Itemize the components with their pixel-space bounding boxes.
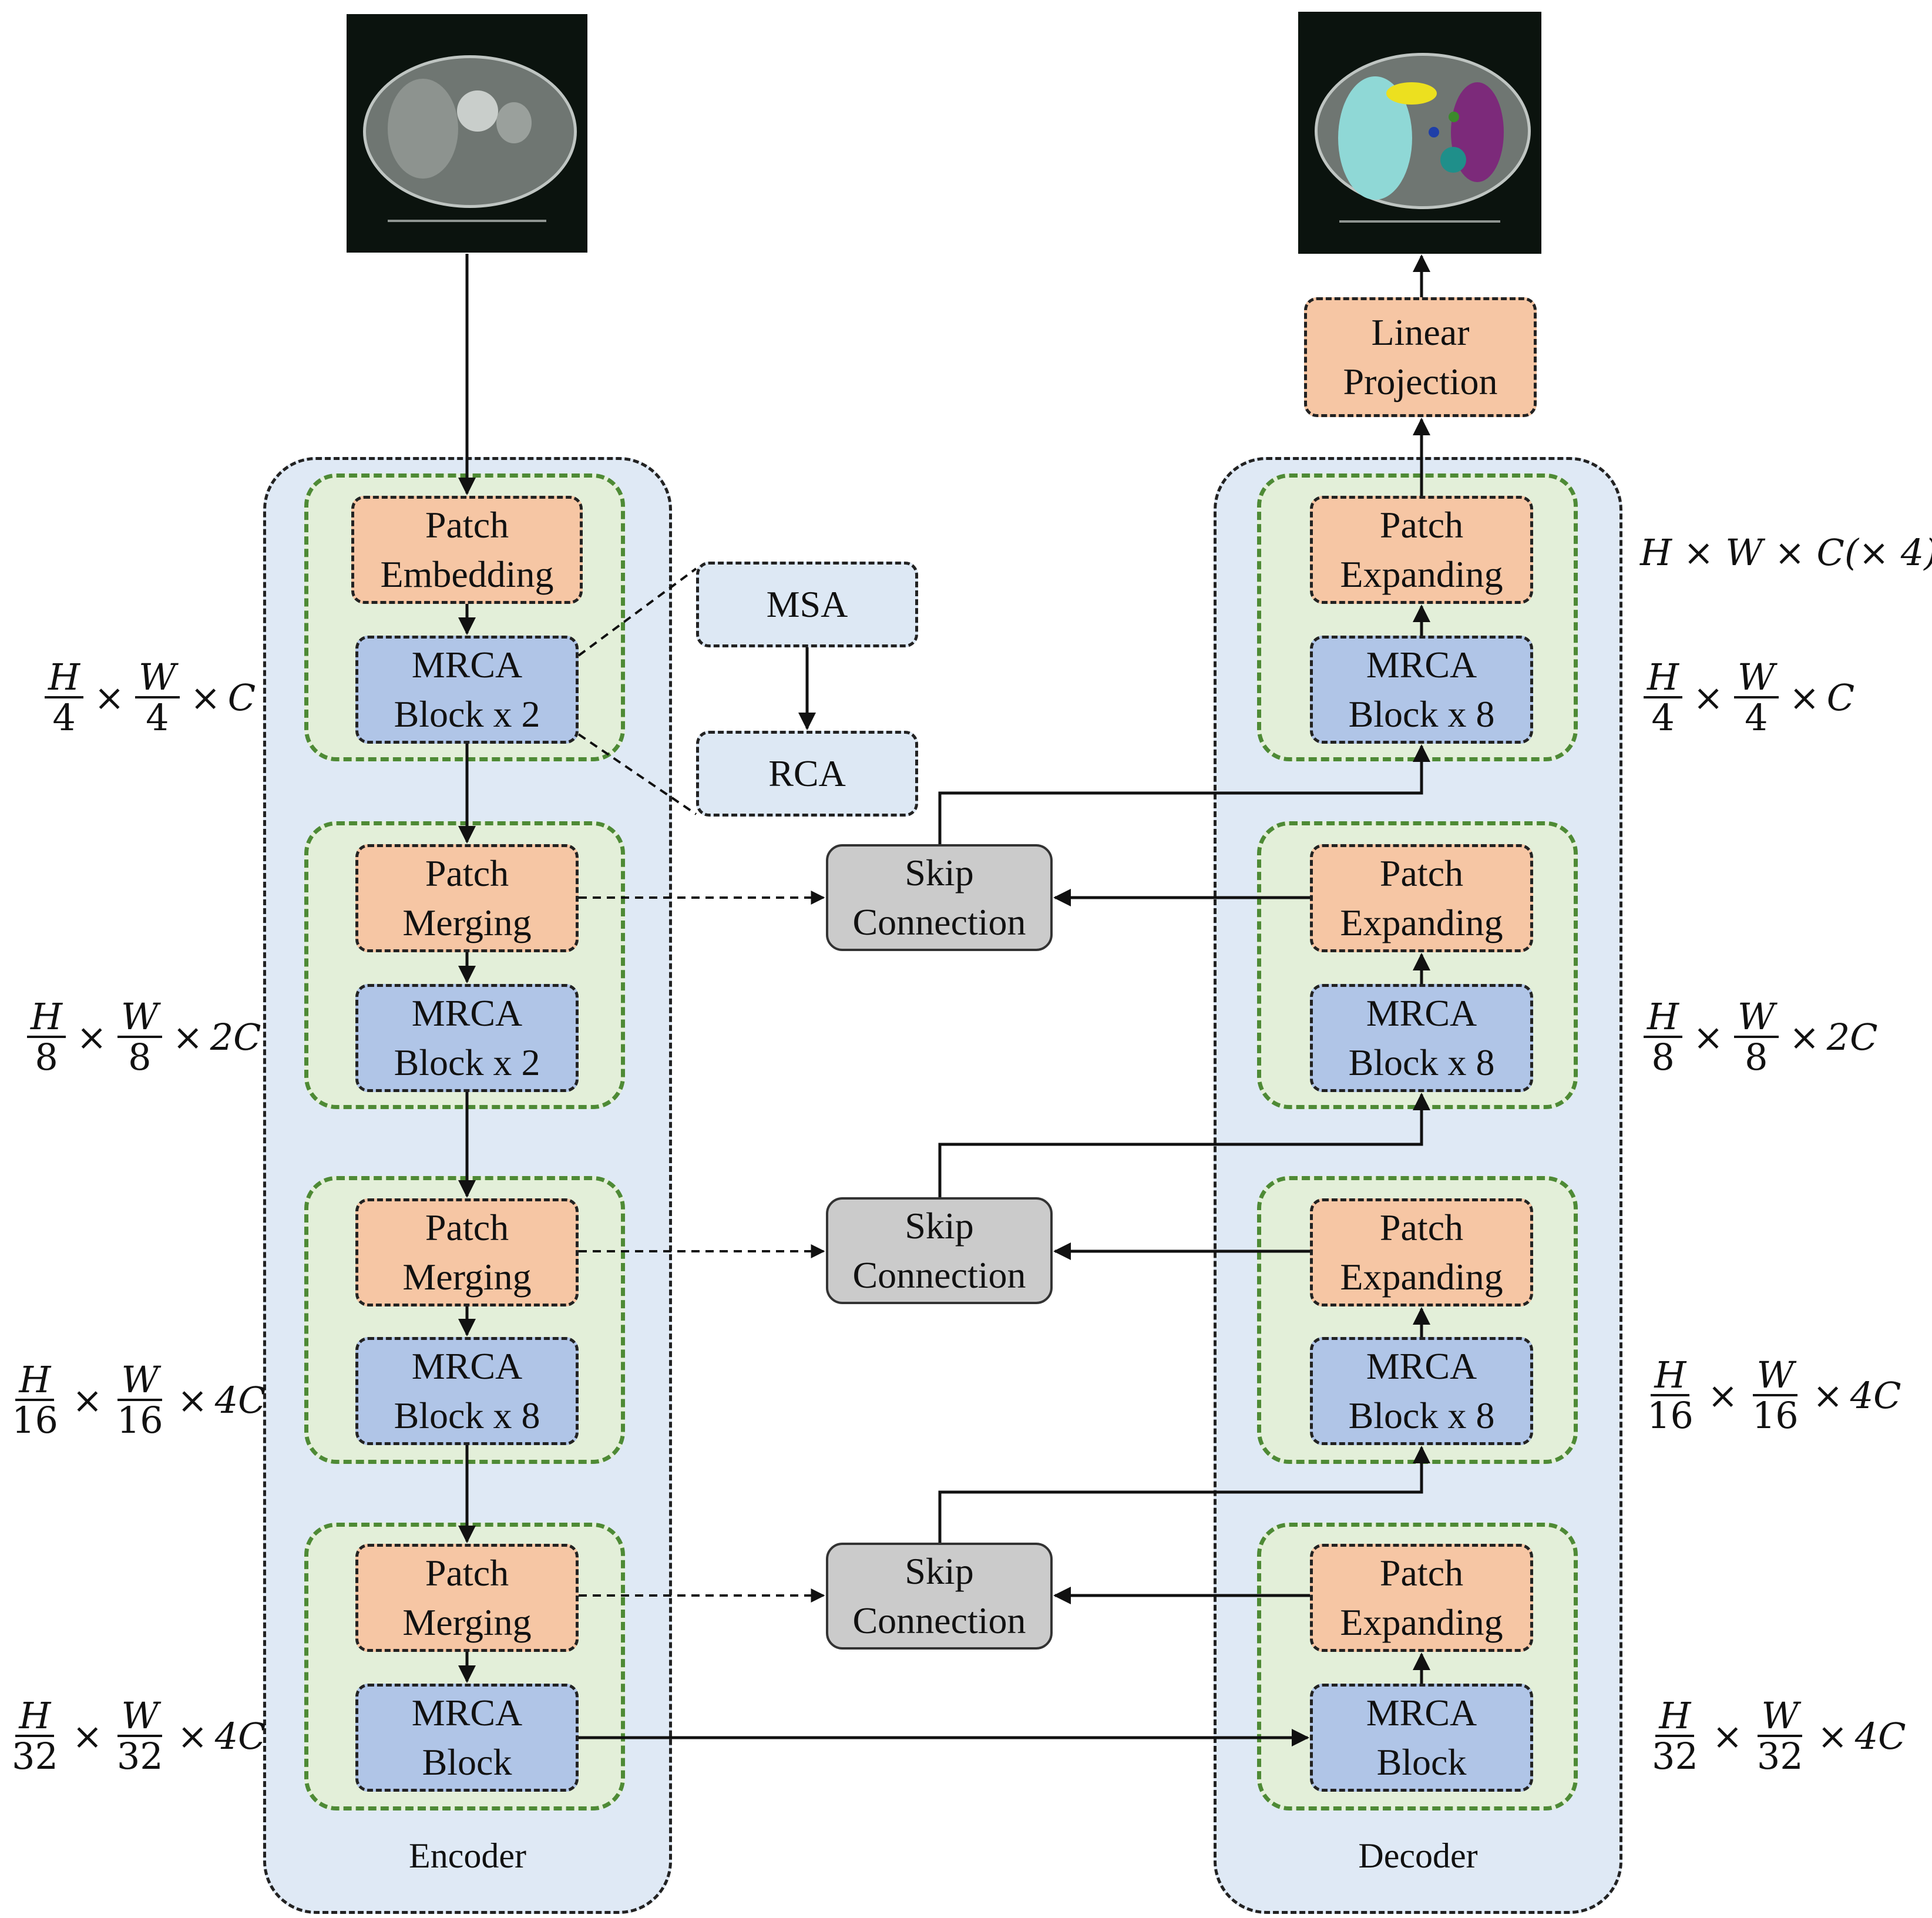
patch-embedding-box: Patch Embedding [351, 496, 583, 604]
decoder-mrca-block-3: MRCA Block x 8 [1310, 1337, 1533, 1445]
patch-expanding-box-4: Patch Expanding [1310, 1544, 1533, 1652]
linear-projection-box: Linear Projection [1304, 297, 1537, 417]
encoder-mrca-block-4: MRCA Block [355, 1684, 579, 1792]
decoder-mrca-block-1: MRCA Block x 8 [1310, 636, 1533, 744]
patch-merging-box-3: Patch Merging [355, 1544, 579, 1652]
msa-box: MSA [696, 562, 918, 647]
decoder-title: Decoder [1358, 1836, 1478, 1875]
patch-expanding-box-1: Patch Expanding [1310, 496, 1533, 604]
rca-box: RCA [696, 731, 918, 817]
arrow-skip-mrca-3 [938, 1446, 1430, 1543]
dim-output: H × W × C(× 4) [1640, 530, 1932, 574]
arrow-skip-mrca-1 [938, 744, 1430, 844]
encoder-title: Encoder [409, 1836, 526, 1875]
input-ct-image [347, 14, 587, 253]
zoom-line-bottom [577, 733, 697, 815]
encoder-mrca-block-3: MRCA Block x 8 [355, 1337, 579, 1445]
skip-connection-1: Skip Connection [826, 844, 1053, 951]
patch-merging-box-2: Patch Merging [355, 1198, 579, 1306]
patch-merging-box-1: Patch Merging [355, 844, 579, 952]
patch-expanding-box-2: Patch Expanding [1310, 844, 1533, 952]
decoder-mrca-block-2: MRCA Block x 8 [1310, 984, 1533, 1092]
skip-connection-2: Skip Connection [826, 1197, 1053, 1304]
zoom-line-top [577, 567, 697, 657]
patch-expanding-box-3: Patch Expanding [1310, 1198, 1533, 1306]
arrow-skip-mrca-2 [938, 1093, 1430, 1197]
encoder-mrca-block-2: MRCA Block x 2 [355, 984, 579, 1092]
encoder-mrca-block-1: MRCA Block x 2 [355, 636, 579, 744]
skip-connection-3: Skip Connection [826, 1543, 1053, 1650]
decoder-mrca-block-4: MRCA Block [1310, 1684, 1533, 1792]
output-segmentation-image [1298, 12, 1541, 254]
